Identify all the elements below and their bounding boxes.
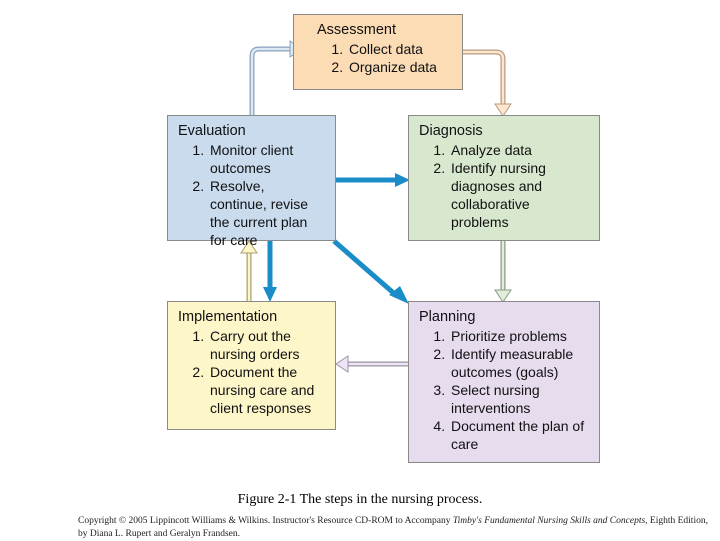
- assessment-title: Assessment: [317, 22, 396, 38]
- arrow-implementation-to-evaluation: [240, 240, 258, 301]
- feedback-arrow-evaluation-to-implementation: [263, 241, 277, 302]
- arrow-assessment-to-diagnosis: [463, 49, 512, 117]
- book-title: Timby's Fundamental Nursing Skills and C…: [452, 516, 646, 526]
- copyright-notice: Copyright © 2005 Lippincott Williams & W…: [78, 515, 708, 541]
- list-item: Carry out the nursing orders: [208, 327, 325, 363]
- implementation-title: Implementation: [178, 309, 278, 325]
- arrow-planning-to-implementation: [335, 355, 408, 373]
- list-item: Document the plan of care: [449, 417, 589, 453]
- arrow-diagnosis-to-planning: [494, 241, 512, 303]
- list-item: Collect data: [347, 40, 452, 58]
- planning-title: Planning: [419, 309, 476, 325]
- list-item: Resolve, continue, revise the current pl…: [208, 177, 325, 249]
- list-item: Organize data: [347, 58, 452, 76]
- copyright-text: Copyright © 2005 Lippincott Williams & W…: [78, 516, 453, 526]
- feedback-arrow-evaluation-to-diagnosis: [336, 173, 410, 187]
- planning-box: Planning Prioritize problemsIdentify mea…: [408, 301, 600, 463]
- implementation-box: Implementation Carry out the nursing ord…: [167, 301, 336, 430]
- list-item: Identify nursing diagnoses and collabora…: [449, 159, 589, 231]
- diagnosis-box: Diagnosis Analyze dataIdentify nursing d…: [408, 115, 600, 241]
- list-item: Analyze data: [449, 141, 589, 159]
- diagnosis-title: Diagnosis: [419, 123, 483, 139]
- list-item: Identify measurable outcomes (goals): [449, 345, 589, 381]
- list-item: Monitor client outcomes: [208, 141, 325, 177]
- list-item: Document the nursing care and client res…: [208, 363, 325, 417]
- assessment-box: Assessment Collect dataOrganize data: [293, 14, 463, 90]
- copyright-authors: by Diana L. Rupert and Geralyn Frandsen.: [78, 529, 240, 539]
- list-item: Prioritize problems: [449, 327, 589, 345]
- copyright-edition: , Eighth Edition,: [645, 516, 708, 526]
- figure-caption: Figure 2-1 The steps in the nursing proc…: [237, 492, 483, 507]
- evaluation-box: Evaluation Monitor client outcomesResolv…: [167, 115, 336, 248]
- evaluation-title: Evaluation: [178, 123, 246, 139]
- feedback-arrow-evaluation-to-planning: [332, 239, 409, 304]
- list-item: Select nursing interventions: [449, 381, 589, 417]
